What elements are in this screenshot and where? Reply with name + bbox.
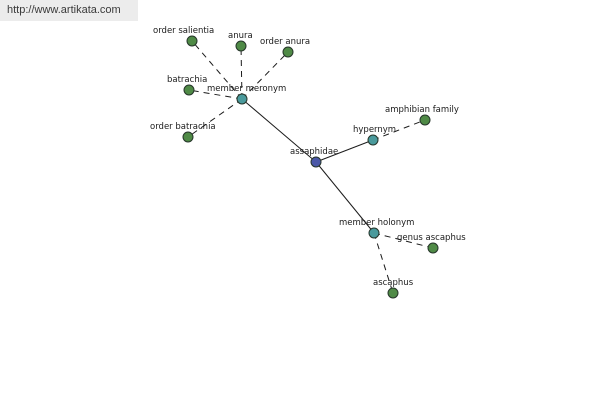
node-label-order-batrachia[interactable]: order batrachia bbox=[150, 122, 216, 132]
node-amphibian-family[interactable]: amphibian family bbox=[385, 105, 459, 126]
node-dot-order-salientia[interactable] bbox=[186, 35, 198, 47]
node-dot-assaphidae[interactable] bbox=[310, 156, 322, 168]
edge-assaphidae-hypernym bbox=[315, 139, 374, 163]
node-label-batrachia[interactable]: batrachia bbox=[167, 75, 207, 85]
node-label-order-anura[interactable]: order anura bbox=[260, 37, 310, 47]
node-order-anura[interactable]: order anura bbox=[260, 37, 310, 58]
node-label-hypernym[interactable]: hypernym bbox=[353, 125, 396, 135]
node-dot-order-batrachia[interactable] bbox=[182, 131, 194, 143]
edge-member-meronym-order-salientia bbox=[191, 40, 243, 100]
node-dot-batrachia[interactable] bbox=[183, 84, 195, 96]
graph-nodes: assaphidae member meronym hypernym member h… bbox=[150, 26, 466, 299]
node-label-anura[interactable]: anura bbox=[228, 31, 253, 41]
node-batrachia[interactable]: batrachia bbox=[167, 75, 207, 96]
node-order-batrachia[interactable]: order batrachia bbox=[150, 122, 216, 143]
node-label-member-meronym[interactable]: member meronym bbox=[207, 84, 286, 94]
node-dot-member-holonym[interactable] bbox=[368, 227, 380, 239]
graph-edges bbox=[187, 40, 434, 294]
node-dot-anura[interactable] bbox=[235, 40, 247, 52]
node-order-salientia[interactable]: order salientia bbox=[153, 26, 214, 47]
node-label-member-holonym[interactable]: member holonym bbox=[339, 218, 414, 228]
site-link[interactable]: http://www.artikata.com bbox=[7, 4, 121, 16]
node-dot-amphibian-family[interactable] bbox=[419, 114, 431, 126]
node-member-meronym[interactable]: member meronym bbox=[207, 84, 286, 105]
node-ascaphus[interactable]: ascaphus bbox=[373, 278, 414, 299]
edge-assaphidae-member-meronym bbox=[241, 98, 317, 163]
node-hypernym[interactable]: hypernym bbox=[353, 125, 396, 146]
node-dot-ascaphus[interactable] bbox=[387, 287, 399, 299]
site-banner: http://www.artikata.com bbox=[0, 0, 138, 21]
node-assaphidae[interactable]: assaphidae bbox=[290, 147, 338, 168]
node-dot-order-anura[interactable] bbox=[282, 46, 294, 58]
node-label-assaphidae[interactable]: assaphidae bbox=[290, 147, 338, 157]
edge-member-meronym-order-batrachia bbox=[187, 98, 243, 138]
node-label-ascaphus[interactable]: ascaphus bbox=[373, 278, 414, 288]
edge-member-meronym-batrachia bbox=[188, 89, 243, 100]
node-anura[interactable]: anura bbox=[228, 31, 253, 52]
edge-member-meronym-anura bbox=[240, 45, 243, 100]
edge-assaphidae-member-holonym bbox=[315, 161, 375, 234]
node-dot-genus-ascaphus[interactable] bbox=[427, 242, 439, 254]
node-label-amphibian-family[interactable]: amphibian family bbox=[385, 105, 459, 115]
node-dot-member-meronym[interactable] bbox=[236, 93, 248, 105]
node-member-holonym[interactable]: member holonym bbox=[339, 218, 414, 239]
node-label-order-salientia[interactable]: order salientia bbox=[153, 26, 214, 36]
node-dot-hypernym[interactable] bbox=[367, 134, 379, 146]
node-genus-ascaphus[interactable]: genus ascaphus bbox=[397, 233, 466, 254]
edge-hypernym-amphibian-family bbox=[372, 119, 426, 141]
node-label-genus-ascaphus[interactable]: genus ascaphus bbox=[397, 233, 466, 243]
